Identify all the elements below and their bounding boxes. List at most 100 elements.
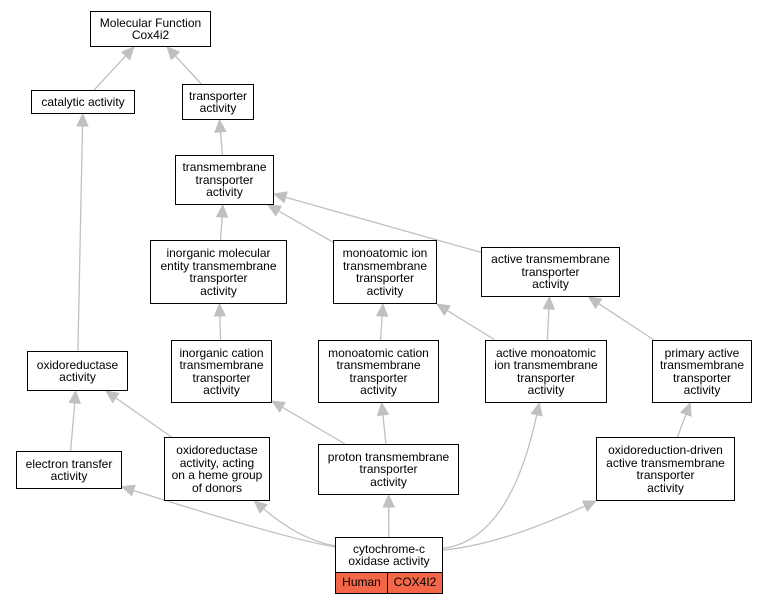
arrowhead-mion-to-tmt: [267, 204, 283, 217]
node-label-line: catalytic activity: [41, 94, 125, 109]
node-label-line: oxidase activity: [348, 554, 430, 568]
node-label-line: transporter: [521, 264, 580, 279]
edge-mcat-to-mion: [379, 314, 383, 341]
gene-badge[interactable]: COX4I2: [388, 572, 443, 594]
node-label-line: ion transmembrane: [494, 358, 598, 372]
node-label-line: transmembrane: [179, 358, 264, 372]
edge-prot-to-mcat: [382, 413, 387, 445]
node-label-line: activity: [206, 185, 243, 200]
node-label-line: activity: [199, 101, 237, 115]
edge-tmt-to-tra: [219, 130, 224, 156]
node-label-line: oxidoreduction-driven: [608, 443, 723, 457]
edge-prot-to-icat: [281, 406, 346, 445]
edge-tra-to-mf: [174, 54, 202, 85]
node-label-line: activity: [200, 283, 237, 298]
node-label-line: proton transmembrane: [327, 449, 450, 464]
node-label-line: active transmembrane: [491, 252, 610, 267]
edge-mion-to-tmt: [277, 209, 334, 243]
edge-act-to-tmt: [284, 196, 482, 254]
arrowhead-etr-to-oxr: [68, 389, 81, 404]
node-label-line: cytochrome-c: [352, 541, 426, 556]
arrowhead-cyt-to-heme: [253, 500, 268, 514]
node-label-line: activity: [366, 283, 404, 298]
node-label-line: transporter: [349, 370, 408, 385]
node-label-line: Cox4i2: [131, 28, 170, 42]
edge-icat-to-imol: [219, 314, 222, 341]
node-label-line: transporter: [188, 88, 248, 103]
arrowhead-icat-to-imol: [213, 302, 227, 317]
edge-oxd-to-pri: [676, 413, 687, 438]
edge-cyt-to-heme: [262, 507, 336, 547]
edge-amon-to-mion: [446, 309, 496, 341]
node-label-line: transporter: [189, 271, 248, 285]
edge-amon-to-act: [546, 307, 550, 341]
node-label-line: transmembrane: [336, 358, 421, 372]
node-label-line: transmembrane: [342, 258, 428, 273]
node-label-line: of donors: [191, 480, 243, 495]
node-label-line: Molecular Function: [99, 15, 202, 30]
node-label-line: activity: [370, 474, 407, 489]
node-label-line: transmembrane: [659, 358, 745, 372]
arrowhead-cyt-to-prot: [382, 493, 396, 508]
node-label-line: activity: [203, 383, 240, 397]
arrowhead-heme-to-oxr: [104, 390, 120, 404]
species-badge[interactable]: Human: [335, 572, 388, 594]
node-label-line: transporter: [195, 172, 254, 187]
edge-pri-to-act: [597, 302, 655, 341]
node-label-line: inorganic cation: [179, 345, 264, 360]
node-label-line: activity: [532, 277, 569, 292]
node-catalytic-activity[interactable]: catalytic activity: [31, 90, 135, 114]
node-label-line: on a heme group: [171, 468, 263, 482]
node-label-line: oxidoreductase: [176, 443, 258, 457]
node-label-line: transporter: [355, 271, 415, 285]
node-label-line: transmembrane: [182, 160, 267, 175]
node-label-line: oxidoreductase: [36, 357, 119, 372]
arrowhead-pri-to-act: [587, 296, 603, 310]
node-label-line: activity: [50, 469, 88, 483]
node-label-line: transporter: [636, 468, 695, 482]
edge-oxr-to-cat: [77, 124, 84, 352]
node-label-line: activity: [647, 480, 684, 495]
arrowhead-oxr-to-cat: [76, 112, 89, 127]
node-label-line: active monoatomic: [495, 345, 597, 360]
arrowhead-amon-to-mion: [435, 303, 451, 317]
edge-cyt-to-amon: [442, 413, 538, 549]
node-label-line: monoatomic cation: [328, 345, 429, 360]
arrowhead-mcat-to-mion: [375, 302, 389, 317]
node-label-line: electron transfer: [25, 456, 113, 471]
edge-layer: [68, 46, 692, 551]
arrowhead-tmt-to-tra: [214, 118, 227, 133]
node-label-line: inorganic molecular: [166, 246, 271, 260]
node-label-line: transporter: [192, 370, 251, 385]
node-label-line: primary active: [664, 345, 740, 360]
node-label-line: transporter: [359, 462, 418, 477]
node-label-line: transporter: [516, 370, 576, 385]
node-label-line: activity, acting: [179, 455, 255, 470]
edge-heme-to-oxr: [114, 396, 172, 438]
node-label-line: activity: [59, 370, 96, 384]
node-label-line: transporter: [672, 370, 732, 385]
edge-cyt-to-etr: [132, 489, 336, 548]
node-label-line: active transmembrane: [606, 455, 725, 470]
edge-cyt-to-oxd: [442, 504, 587, 551]
node-label-line: activity: [527, 383, 565, 397]
arrowhead-imol-to-tmt: [215, 203, 229, 218]
arrowhead-prot-to-mcat: [376, 401, 390, 417]
